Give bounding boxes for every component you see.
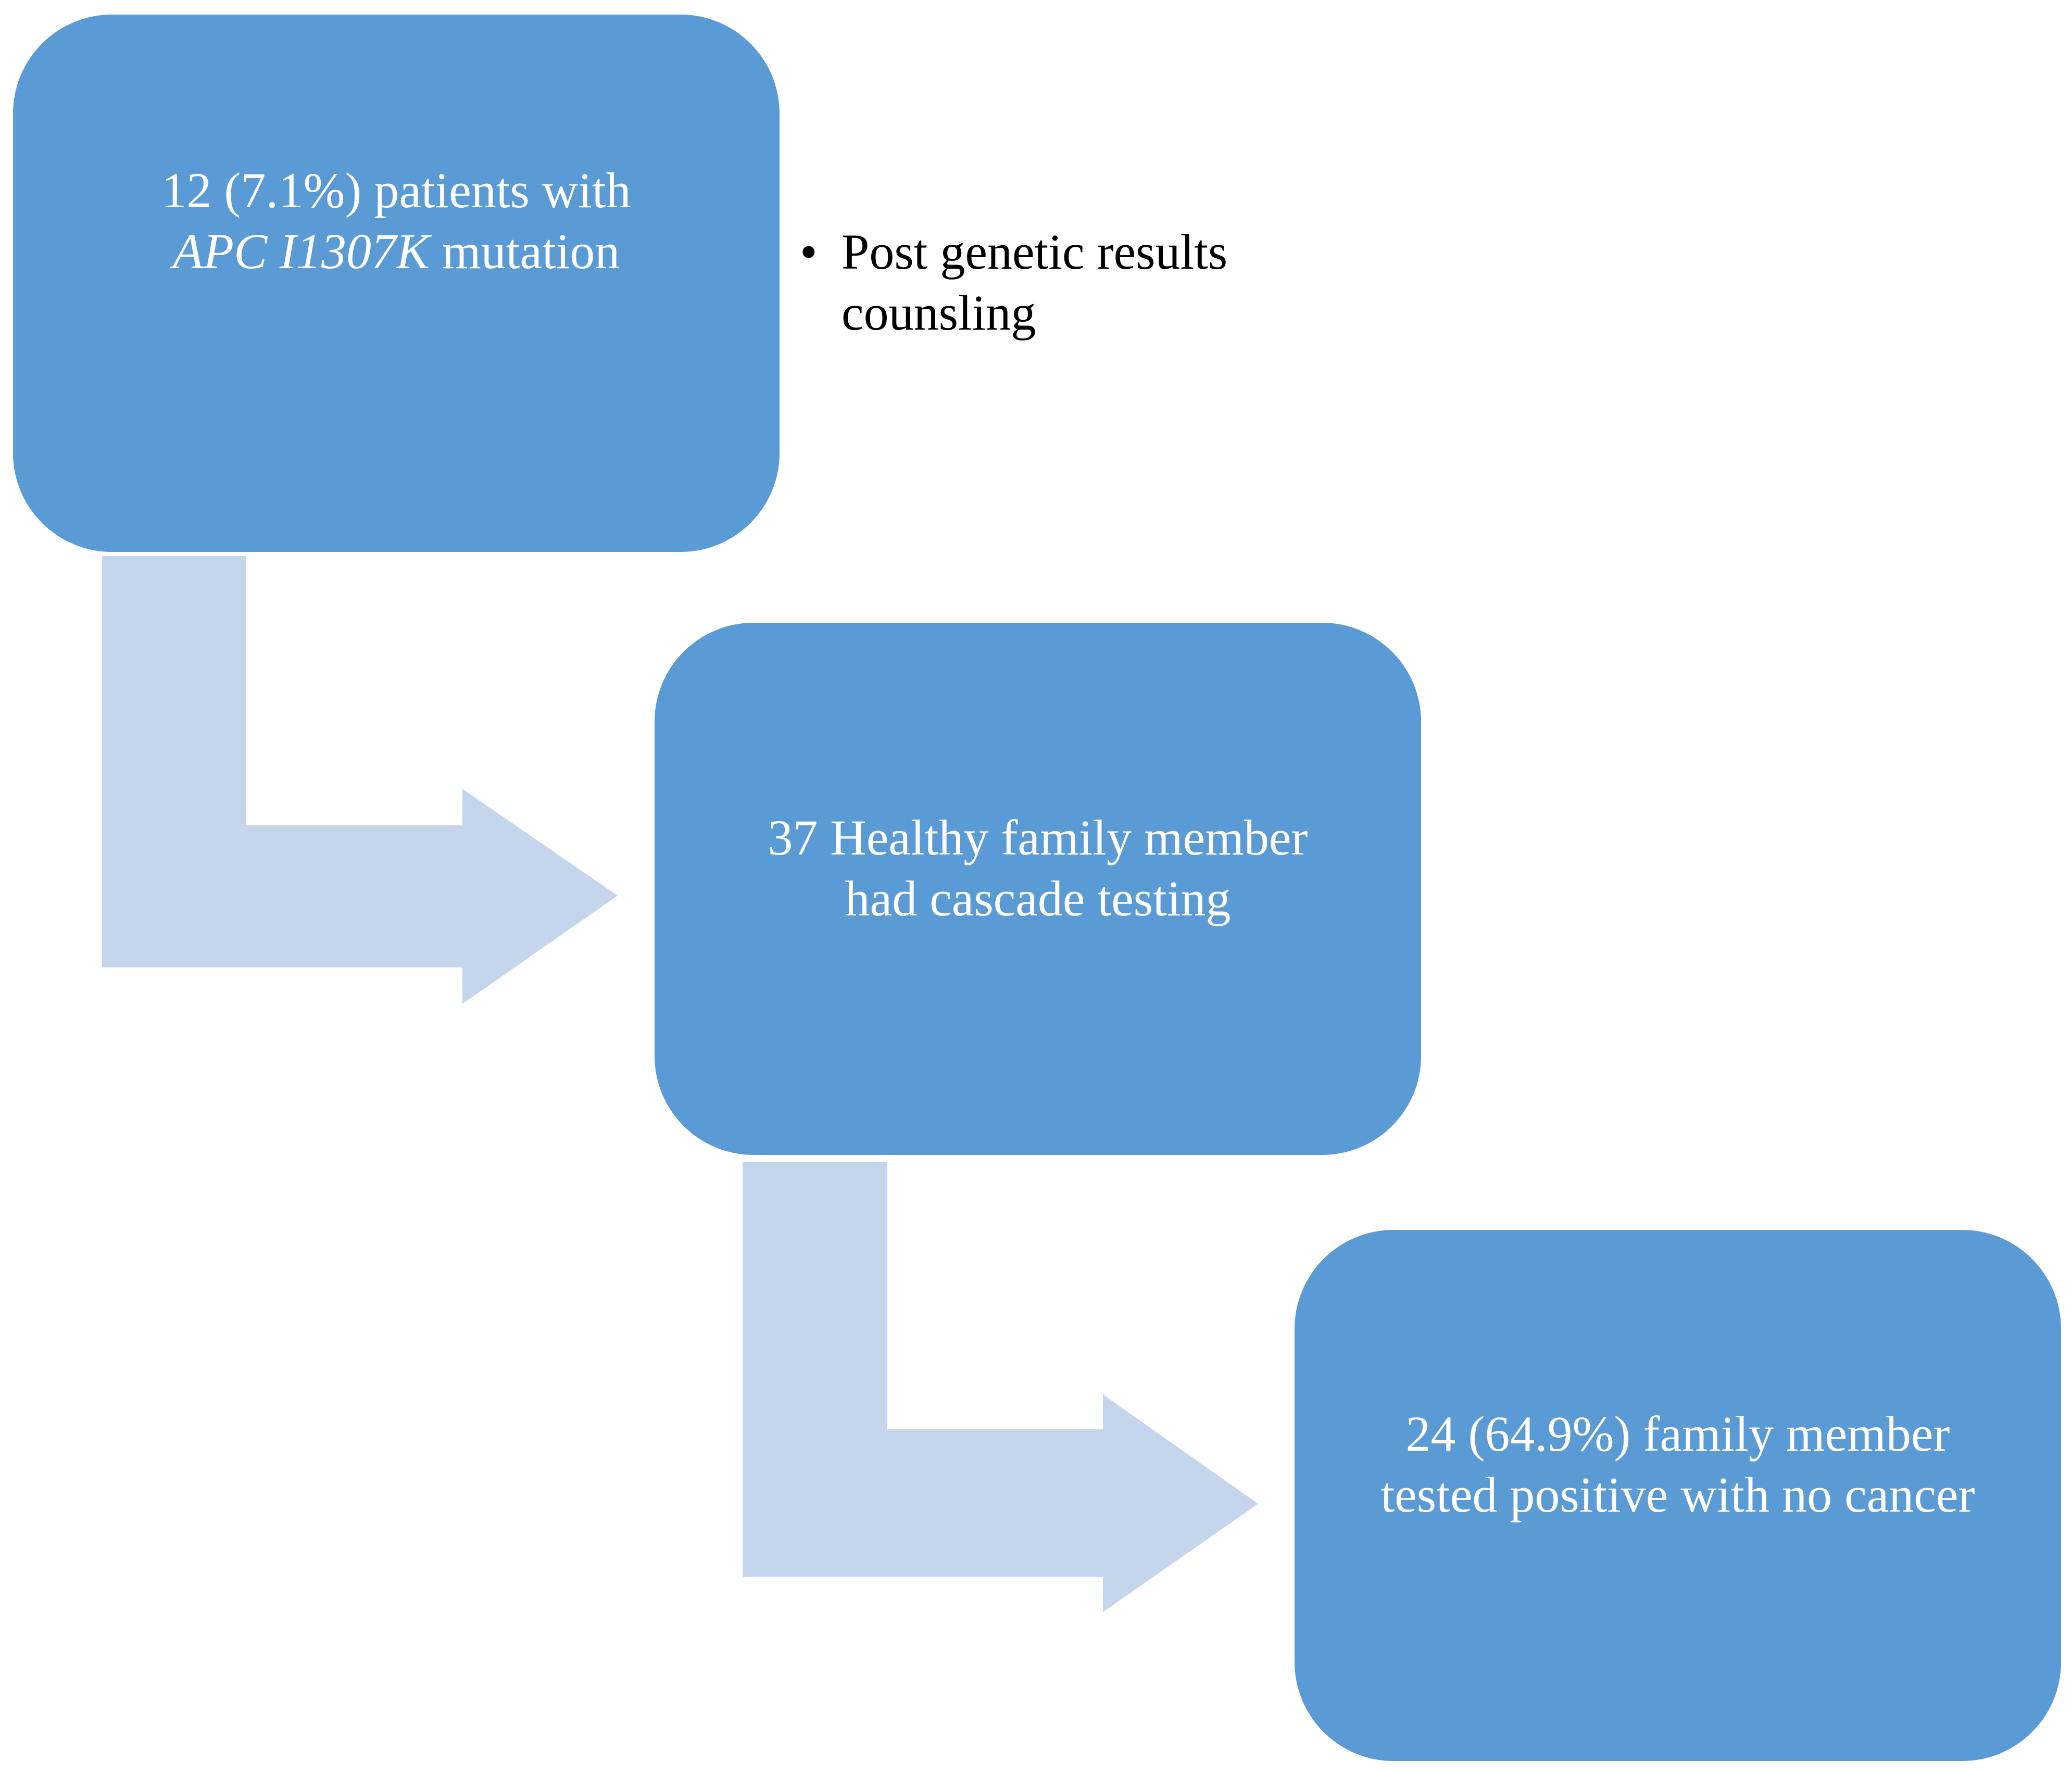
box-1-line-2: APC I1307K mutation <box>161 221 631 282</box>
box-patients-with-mutation: 12 (7.1%) patients with APC I1307K mutat… <box>13 15 780 552</box>
note-text: Post genetic results counsling <box>842 221 1227 343</box>
box-1-text: 12 (7.1%) patients with APC I1307K mutat… <box>161 160 631 282</box>
gene-name: APC I1307K <box>172 223 430 279</box>
box-3-text: 24 (64.9%) family member tested positive… <box>1381 1403 1975 1525</box>
box-3-line-1: 24 (64.9%) family member <box>1405 1405 1950 1462</box>
counseling-note: • Post genetic results counsling <box>797 221 1227 343</box>
arrow-1 <box>102 556 618 1004</box>
note-line-1: Post genetic results <box>842 224 1228 280</box>
box-3-line-2: tested positive with no cancer <box>1380 1467 1975 1523</box>
box-2-line-1: 37 Healthy family member <box>768 809 1308 865</box>
box-1-line-1: 12 (7.1%) patients with <box>161 162 631 218</box>
bullet-icon: • <box>800 224 818 280</box>
box-2-line-2: had cascade testing <box>845 871 1231 926</box>
box-2-text: 37 Healthy family member had cascade tes… <box>768 807 1308 929</box>
box-cascade-testing: 37 Healthy family member had cascade tes… <box>655 623 1421 1155</box>
note-line-2: counsling <box>842 285 1036 341</box>
arrow-2 <box>743 1162 1258 1612</box>
box-1-line-2-rest: mutation <box>430 223 620 279</box>
box-tested-positive: 24 (64.9%) family member tested positive… <box>1295 1230 2061 1761</box>
